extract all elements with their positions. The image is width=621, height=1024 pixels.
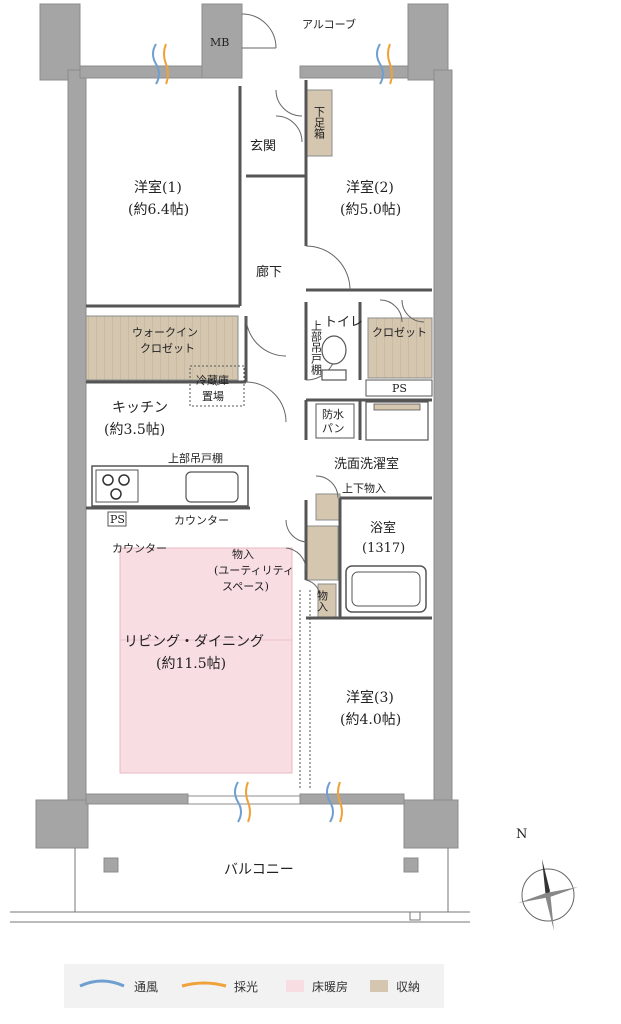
western1-size: (約6.4帖) <box>128 202 189 218</box>
bathtub <box>345 565 427 613</box>
utility-storage-label-3: スペース) <box>222 580 269 593</box>
western2-name: 洋室(2) <box>346 179 394 196</box>
toilet-fixture <box>321 335 347 381</box>
waterproof-label-1: 防水 <box>322 407 344 421</box>
waterproof-pan <box>315 403 355 439</box>
ps-box-2 <box>365 379 433 397</box>
small-storage-label: 物入 <box>316 589 329 612</box>
bath-name: 浴室 <box>370 520 396 536</box>
legend-wind-label: 通風 <box>134 980 158 994</box>
western3-size: (約4.0帖) <box>340 712 401 728</box>
light-arrows <box>163 43 393 823</box>
upper-cabinet-label: 上部吊戸棚 <box>168 451 223 465</box>
light-icon <box>181 981 227 988</box>
fridge-space <box>189 365 245 407</box>
washroom-label: 洗面洗濯室 <box>334 456 399 472</box>
ps-label-2: PS <box>392 382 407 395</box>
walkin-label-1: ウォークイン <box>132 326 198 339</box>
legend-floor-heating-label: 床暖房 <box>312 979 348 994</box>
compass-north-label: N <box>516 827 527 842</box>
western1-name: 洋室(1) <box>134 179 182 196</box>
walkin-label-2: クロゼット <box>140 342 195 355</box>
toilet-label: トイレ <box>324 315 363 330</box>
utility-storage-label-1: 物入 <box>232 547 254 561</box>
wind-icon <box>79 979 125 988</box>
wind-arrows <box>152 43 384 823</box>
upper-cabinet-vertical-label: 上部吊戸棚 <box>310 320 323 376</box>
floor-heating-swatch <box>286 980 304 992</box>
genkan-label: 玄関 <box>250 139 276 154</box>
legend: 通風 採光 床暖房 収納 <box>64 964 444 1008</box>
mb-label: MB <box>210 36 229 49</box>
living-name: リビング・ダイニング <box>124 634 264 650</box>
bath-size: (1317) <box>362 541 405 556</box>
kitchen-counter <box>91 465 249 507</box>
balcony-railing <box>10 848 470 923</box>
walkin-closet-area <box>85 315 239 381</box>
fridge-label-1: 冷蔵庫 <box>196 373 229 387</box>
floor-heating-area <box>119 547 293 774</box>
western3-name: 洋室(3) <box>346 689 394 706</box>
closet-label: クロゼット <box>372 326 427 339</box>
kitchen-name: キッチン <box>112 400 168 416</box>
shoe-box-label: 下足箱 <box>313 106 326 140</box>
upper-lower-storage-area <box>315 493 341 521</box>
balcony-label: バルコニー <box>224 862 294 878</box>
corridor-label: 廊下 <box>256 264 282 280</box>
counter-label: カウンター <box>174 514 229 527</box>
shoe-box-area <box>305 89 333 157</box>
ps-box <box>107 511 127 527</box>
interior-walls <box>86 80 432 620</box>
alcove-label: アルコーブ <box>302 17 356 31</box>
storage-swatch <box>370 980 388 992</box>
waterproof-label-2: パン <box>322 422 345 435</box>
utility-storage-label-2: (ユーティリティ <box>214 564 294 577</box>
sliding-doors <box>299 590 311 790</box>
ps-label: PS <box>110 513 125 526</box>
wash-basin <box>365 401 429 441</box>
counter2-label: カウンター <box>112 542 167 555</box>
fridge-label-2: 置場 <box>202 390 224 403</box>
outer-walls <box>35 3 459 873</box>
upper-lower-storage-label: 上下物入 <box>342 481 386 495</box>
legend-light-label: 採光 <box>234 980 258 994</box>
closet2-area <box>367 317 433 379</box>
compass-icon <box>518 859 578 931</box>
legend-storage-label: 収納 <box>396 980 420 994</box>
living-size: (約11.5帖) <box>156 656 226 672</box>
kitchen-size: (約3.5帖) <box>104 422 165 438</box>
western2-size: (約5.0帖) <box>340 202 401 218</box>
utility-storage-area <box>305 525 339 581</box>
